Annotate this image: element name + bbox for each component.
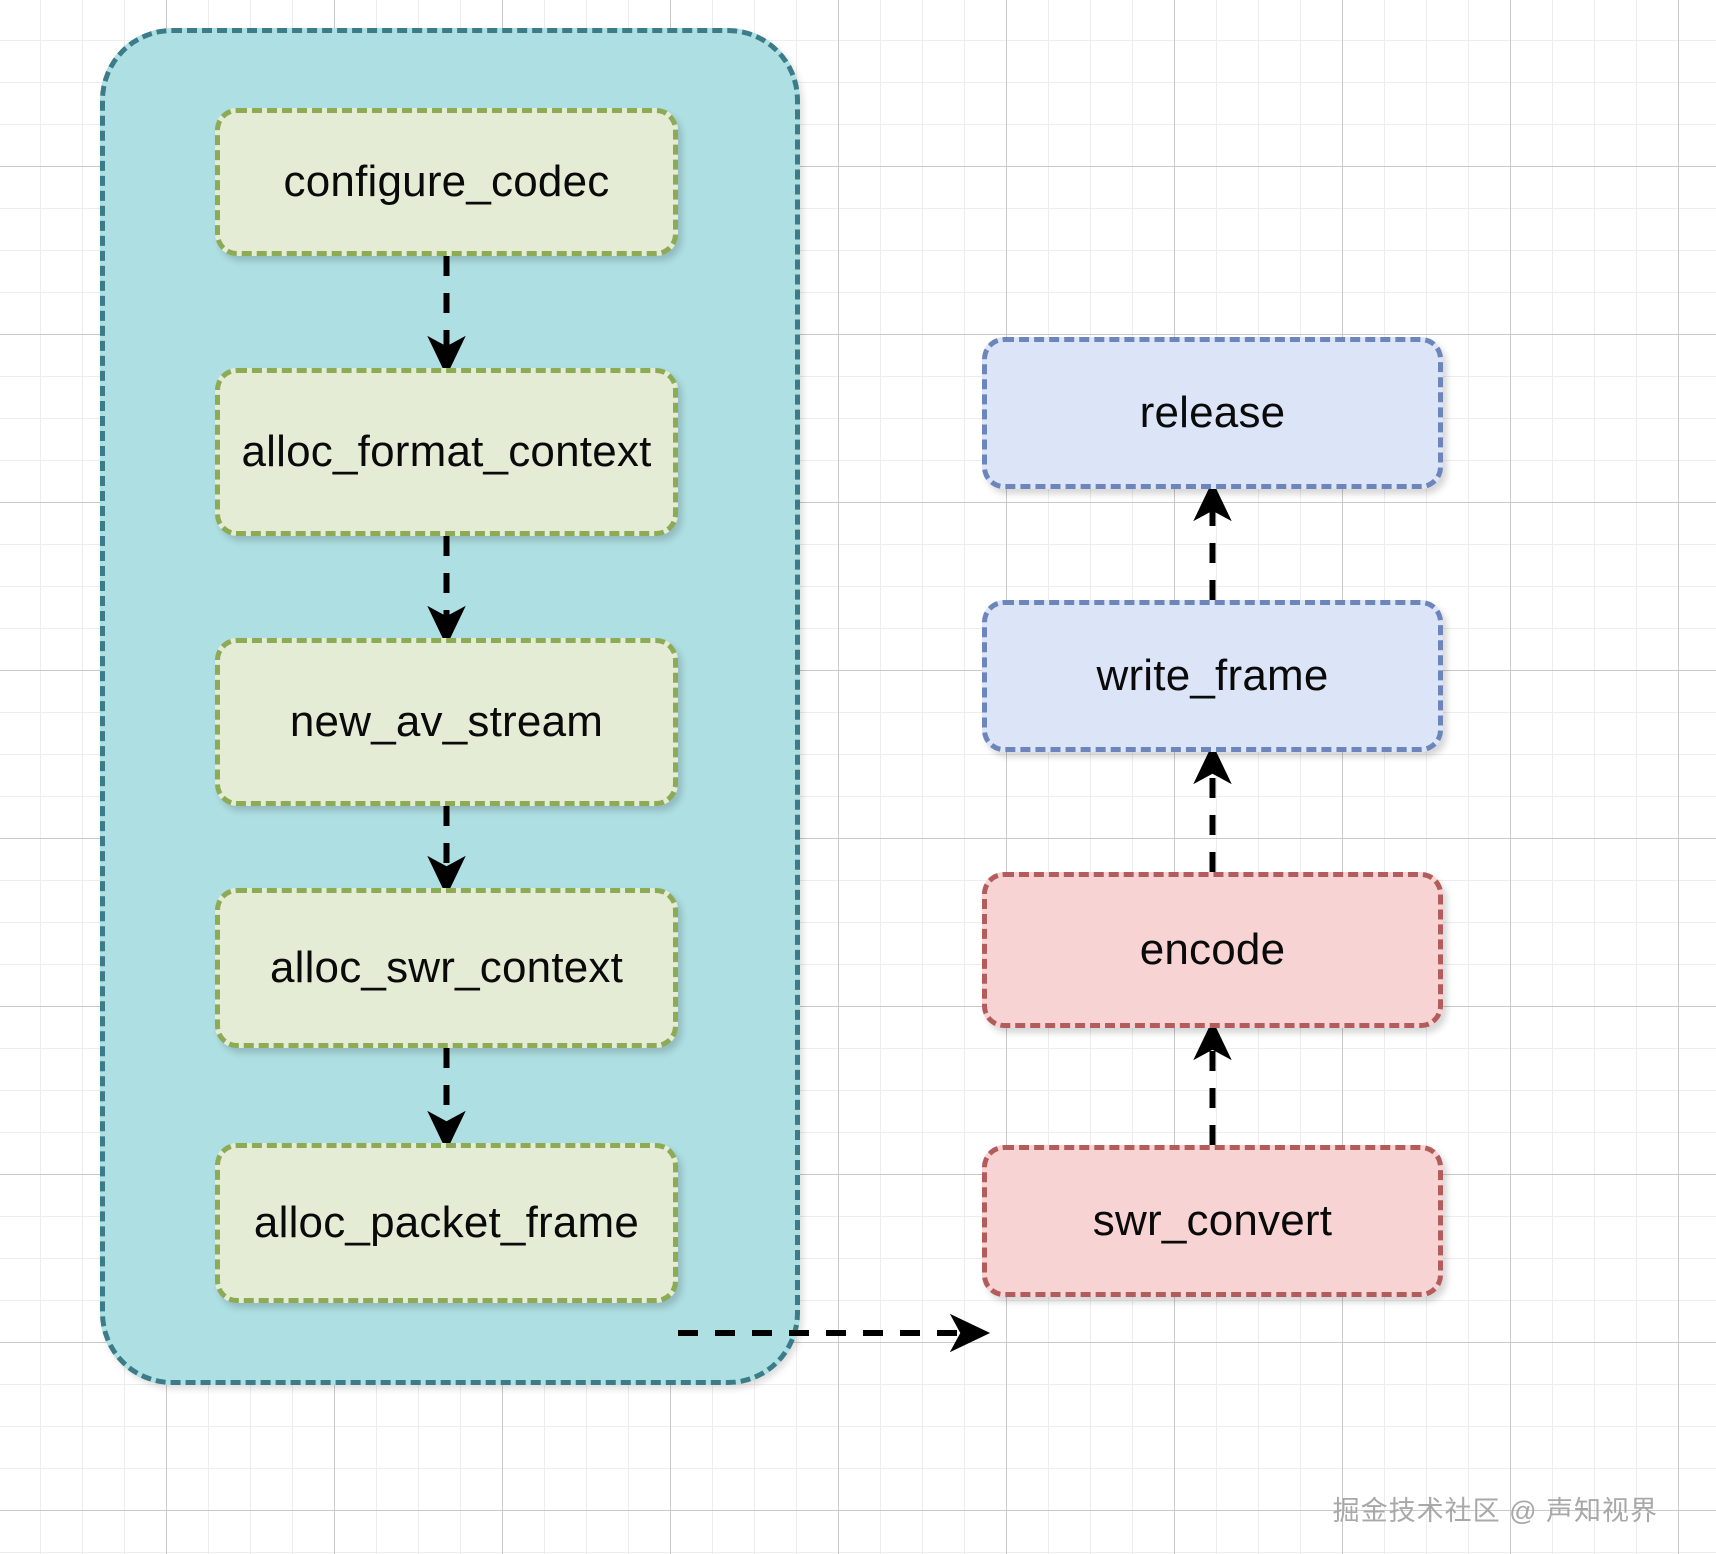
node-label: swr_convert [1092, 1196, 1333, 1245]
node-label: configure_codec [283, 157, 610, 206]
node-release[interactable]: release [982, 337, 1443, 489]
node-alloc_swr_context[interactable]: alloc_swr_context [215, 888, 678, 1048]
node-label: release [1139, 388, 1286, 437]
node-label: new_av_stream [289, 697, 604, 746]
node-alloc_packet_frame[interactable]: alloc_packet_frame [215, 1143, 678, 1303]
node-label: alloc_swr_context [269, 943, 624, 992]
node-alloc_format_context[interactable]: alloc_format_context [215, 368, 678, 536]
node-new_av_stream[interactable]: new_av_stream [215, 638, 678, 806]
node-label: alloc_packet_frame [253, 1198, 640, 1247]
node-encode[interactable]: encode [982, 872, 1443, 1028]
node-label: alloc_format_context [241, 427, 652, 476]
node-label: write_frame [1096, 651, 1329, 700]
node-label: encode [1139, 925, 1286, 974]
watermark-text: 掘金技术社区 @ 声知视界 [1332, 1496, 1658, 1526]
node-write_frame[interactable]: write_frame [982, 600, 1443, 752]
node-configure_codec[interactable]: configure_codec [215, 108, 678, 256]
node-swr_convert[interactable]: swr_convert [982, 1145, 1443, 1297]
